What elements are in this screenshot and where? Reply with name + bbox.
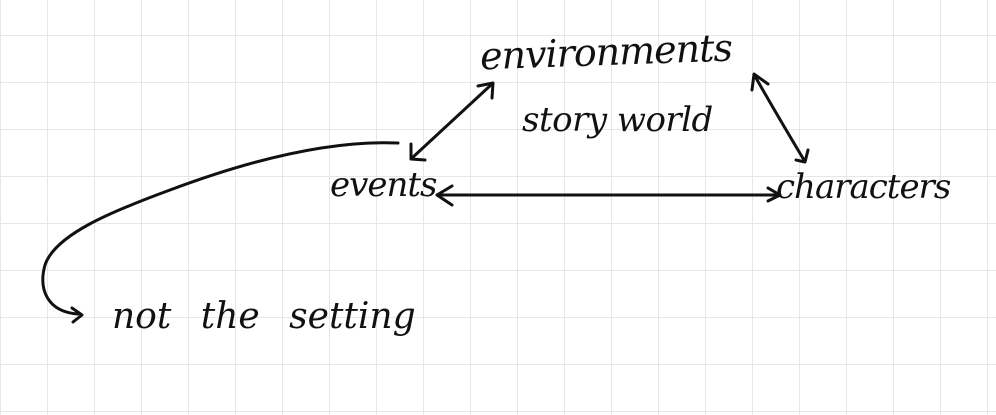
edge-environments-characters bbox=[754, 76, 806, 162]
arrowhead-characters-left bbox=[766, 186, 782, 203]
annotation-not-the-setting: not the setting bbox=[112, 296, 416, 337]
node-characters: characters bbox=[776, 167, 951, 207]
node-environments: environments bbox=[479, 25, 733, 79]
arrowhead-environments-right bbox=[750, 72, 770, 92]
arrowhead-annotation bbox=[70, 306, 84, 324]
arrowhead-events-top bbox=[409, 142, 427, 162]
arrowhead-events-left bbox=[435, 184, 454, 207]
edge-environments-events bbox=[410, 82, 494, 160]
center-label-story-world: story world bbox=[522, 100, 713, 140]
arrowhead-environments bbox=[476, 81, 495, 100]
edge-events-annotation bbox=[41, 141, 400, 316]
arrowhead-characters bbox=[794, 148, 810, 164]
node-events: events bbox=[330, 165, 437, 205]
